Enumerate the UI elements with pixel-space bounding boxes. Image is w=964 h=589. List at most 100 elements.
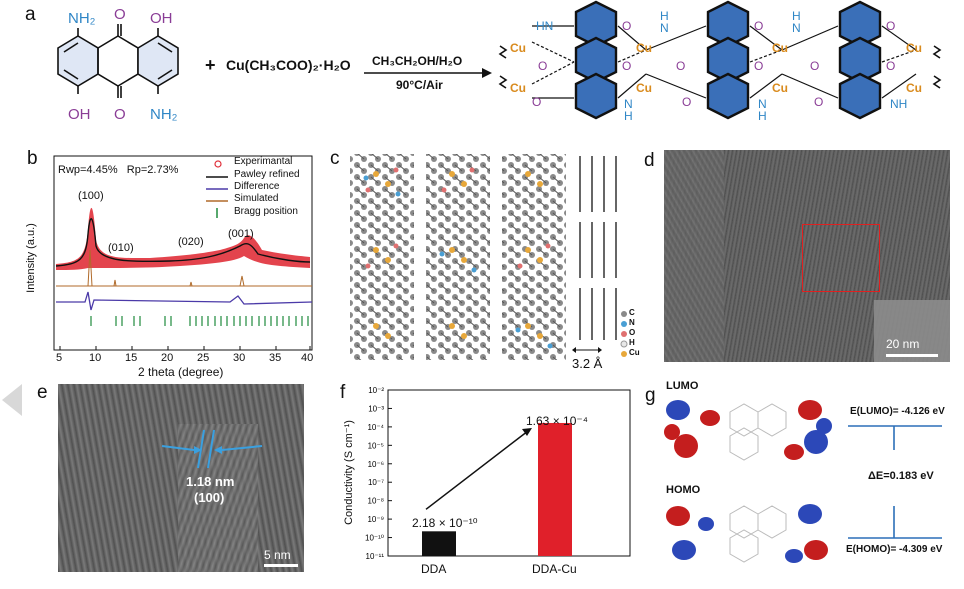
scale-bar (264, 564, 298, 567)
y-tick-label: 10⁻² (368, 386, 384, 395)
homo-orbital (666, 504, 828, 563)
homo-label: HOMO (666, 484, 701, 496)
o-atom-label: O (532, 95, 541, 109)
y-tick-label: 10⁻⁸ (368, 497, 385, 506)
conductivity-y-axis-label: Conductivity (S cm⁻¹) (342, 420, 355, 525)
y-tick-label: 10⁻¹⁰ (365, 534, 384, 543)
product-polymer: Cu Cu Cu Cu Cu Cu Cu Cu O O O O O O O O … (498, 0, 942, 123)
nh2-bottom-label: NH₂ (150, 106, 178, 123)
y-axis-label: Intensity (a.u.) (24, 223, 37, 293)
panel-label-a: a (25, 4, 36, 25)
lattice-marker (161, 429, 263, 469)
h-atom-label: H (624, 109, 633, 123)
panel-label-c: c (330, 148, 340, 169)
tem-image-d: 20 nm (664, 150, 950, 362)
x-tick-label: 10 (89, 352, 102, 364)
cu-atom-label: Cu (510, 41, 526, 55)
o-bottom-label: O (114, 106, 126, 123)
peak-label: (100) (78, 190, 104, 202)
homo-energy: E(HOMO)= -4.309 eV (846, 544, 943, 555)
xrd-fit-stats: Rwp=4.45% Rp=2.73% (58, 164, 179, 176)
crystal-structure (350, 154, 628, 360)
n-atom-label: N (660, 21, 669, 35)
legend-label: Pawley refined (234, 169, 300, 180)
o-atom-label: O (682, 95, 691, 109)
atom-legend-label: Cu (629, 348, 640, 357)
o-atom-label: O (676, 59, 685, 73)
o-top-label: O (114, 6, 126, 23)
bar-value-label: 1.63 × 10⁻⁴ (526, 414, 588, 428)
y-tick-label: 10⁻⁷ (368, 478, 384, 487)
interlayer-spacing: 3.2 Å (572, 356, 603, 371)
xrd-panel: Rwp=4.45% Rp=2.73% Experimantal Pawley r… (25, 150, 320, 382)
y-tick-label: 10⁻⁵ (368, 441, 384, 450)
bar-value-label: 2.18 × 10⁻¹⁰ (412, 516, 478, 530)
structure-panel: C N O H Cu 3.2 Å (340, 150, 640, 382)
o-atom-label: O (538, 59, 547, 73)
x-axis-label: 2 theta (degree) (138, 365, 224, 379)
cu-atom-label: Cu (906, 81, 922, 95)
left-arrow-icon (2, 384, 22, 416)
x-tick-label: 25 (197, 352, 210, 364)
cu-atom-label: Cu (636, 81, 652, 95)
x-tick-label: 30 (233, 352, 246, 364)
nh2-top-label: NH₂ (68, 10, 96, 27)
atom-legend-label: H (629, 338, 635, 347)
atom-legend-label: N (629, 318, 635, 327)
scale-bar-label: 5 nm (264, 548, 291, 562)
panel-label-f: f (340, 382, 346, 403)
panel-label-g: g (645, 385, 656, 406)
h-atom-label: H (660, 9, 669, 23)
n-atom-label: N (624, 97, 633, 111)
reactant-molecule (57, 24, 179, 98)
h-atom-label: H (758, 109, 767, 123)
tem-image-e: 1.18 nm (100) 5 nm (58, 384, 304, 572)
x-tick-label: 35 (269, 352, 282, 364)
reaction-scheme: NH₂ O OH OH O NH₂ + Cu(CH₃COO)₂·H₂O CH₃C… (0, 0, 964, 145)
cu-atom-label: Cu (510, 81, 526, 95)
legend-label: Experimantal (234, 156, 293, 167)
peak-label: (010) (108, 242, 134, 254)
o-atom-label: O (814, 95, 823, 109)
y-tick-label: 10⁻⁴ (367, 423, 384, 432)
panel-label-e: e (37, 382, 48, 403)
x-tick-label: 20 (161, 352, 174, 364)
o-atom-label: O (622, 59, 631, 73)
lattice-spacing-label: 1.18 nm (186, 474, 235, 489)
conditions-label: 90°C/Air (396, 78, 443, 92)
panel-label-d: d (644, 150, 655, 171)
solvent-label: CH₃CH₂OH/H₂O (372, 54, 463, 68)
oh-top-label: OH (150, 10, 173, 27)
trend-arrow-head (522, 427, 532, 436)
conductivity-bar (538, 422, 572, 556)
legend-label: Simulated (234, 193, 279, 204)
category-label: DDA-Cu (532, 562, 577, 576)
cu-atom-label: Cu (636, 41, 652, 55)
legend-label: Bragg position (234, 206, 298, 217)
o-atom-label: O (754, 59, 763, 73)
o-atom-label: O (754, 19, 763, 33)
o-atom-label: O (622, 19, 631, 33)
nh-atom-label: NH (890, 97, 907, 111)
atom-legend-label: O (629, 328, 636, 337)
lattice-plane-label: (100) (194, 490, 225, 505)
oh-bottom-label: OH (68, 106, 91, 123)
hn-atom-label: HN (536, 19, 553, 33)
reaction-arrow-icon (364, 68, 492, 78)
n-atom-label: N (792, 21, 801, 35)
h-atom-label: H (792, 9, 801, 23)
trend-arrow (425, 430, 529, 510)
atom-legend-label: C (629, 308, 635, 317)
o-atom-label: O (886, 19, 895, 33)
n-atom-label: N (758, 97, 767, 111)
energy-diagram (848, 425, 942, 539)
lumo-orbital (664, 400, 832, 461)
cu-atom-label: Cu (772, 41, 788, 55)
cu-atom-label: Cu (906, 41, 922, 55)
plus-sign: + (205, 55, 216, 75)
y-tick-label: 10⁻⁶ (368, 460, 384, 469)
x-tick-label: 15 (125, 352, 138, 364)
xrd-plot (53, 155, 313, 351)
scale-bar (886, 354, 938, 357)
